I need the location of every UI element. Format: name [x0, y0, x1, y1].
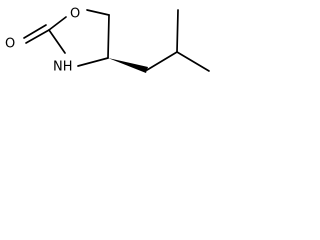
bond-c4-to-c5: [107, 14, 110, 59]
bond-carbonyl-2: [23, 24, 47, 39]
bond-carbonyl-1: [25, 29, 50, 44]
bond-ch-to-methyl-b: [176, 51, 210, 72]
bond-ring-o-to-c2: [48, 16, 67, 31]
bond-c5-to-ring-o: [86, 9, 110, 16]
bond-c2-to-nh: [48, 29, 66, 54]
atom-label-nitrogen: NH: [53, 60, 73, 75]
atom-label-carbonyl-oxygen: O: [5, 37, 15, 52]
wedge-bond-c4-to-ch2: [108, 58, 148, 73]
atom-label-ring-oxygen: O: [70, 7, 80, 22]
molecule-structure: O O NH: [5, 7, 210, 75]
bond-ch2-to-ch: [146, 51, 178, 71]
bond-ch-to-methyl-a: [176, 9, 179, 53]
bond-nh-to-c4: [77, 57, 109, 67]
